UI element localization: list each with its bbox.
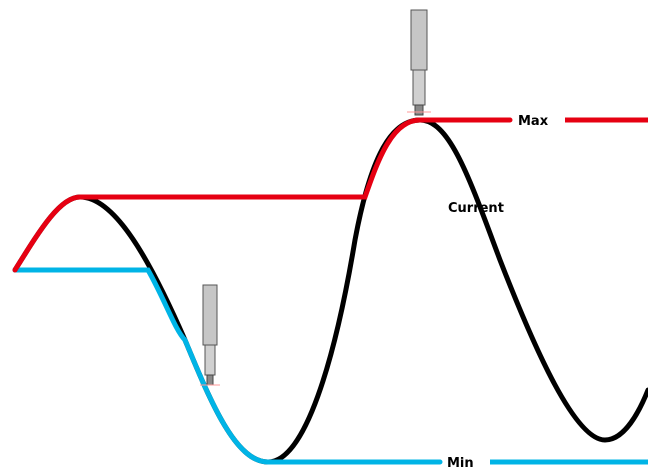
probe-at-peak xyxy=(407,9,431,116)
current-label: Current xyxy=(448,201,504,216)
max-line xyxy=(12,117,513,273)
probe-at-valley xyxy=(200,284,220,386)
max-label: Max xyxy=(518,114,549,129)
current-waveform xyxy=(12,117,648,465)
min-label: Min xyxy=(447,456,474,469)
min-line xyxy=(12,267,443,465)
